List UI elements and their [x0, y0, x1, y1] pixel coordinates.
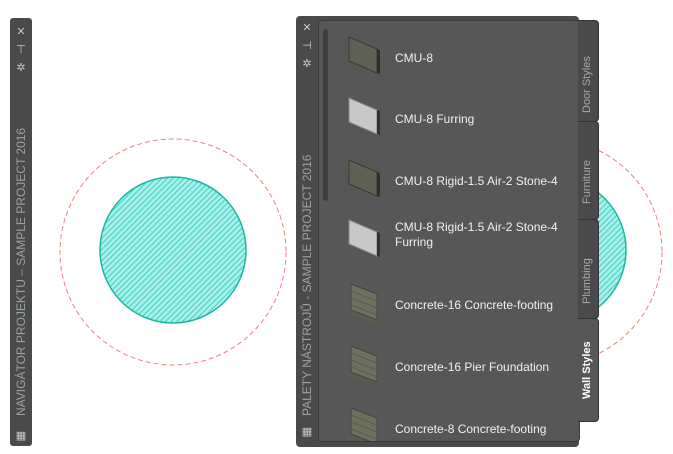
wall-style-icon: [345, 344, 381, 392]
wall-style-icon: [345, 406, 381, 441]
palette-item-label: Concrete-8 Concrete-footing: [395, 422, 547, 436]
menu-icon[interactable]: ▦: [301, 425, 313, 438]
close-icon[interactable]: ✕: [302, 21, 312, 34]
tab-furniture[interactable]: Furniture: [578, 121, 599, 220]
palette-item-label: CMU-8: [395, 51, 433, 65]
palette-item-label: CMU-8 Rigid-1.5 Air-2 Stone-4 Furring: [395, 220, 558, 249]
menu-icon[interactable]: ▦: [15, 429, 27, 442]
palette-item[interactable]: CMU-8 Rigid-1.5 Air-2 Stone-4 Furring: [345, 218, 575, 266]
palette-item-label: CMU-8 Rigid-1.5 Air-2 Stone-4: [395, 174, 558, 188]
hatched-circle-left: [99, 176, 247, 324]
palette-item[interactable]: CMU-8: [345, 35, 575, 83]
palette-item-label: Concrete-16 Concrete-footing: [395, 298, 554, 312]
tab-wall-styles[interactable]: Wall Styles: [578, 318, 599, 422]
settings-icon[interactable]: ✲: [16, 61, 26, 74]
project-navigator-panel: ✕ ⊤ ✲ NAVIGÁTOR PROJEKTU – SAMPLE PROJEC…: [10, 18, 32, 446]
tab-door-styles[interactable]: Door Styles: [578, 20, 599, 122]
navigator-title: NAVIGÁTOR PROJEKTU – SAMPLE PROJECT 2016: [14, 127, 28, 416]
palette-item-label: Concrete-16 Pier Foundation: [395, 360, 550, 374]
palette-item[interactable]: CMU-8 Rigid-1.5 Air-2 Stone-4: [345, 158, 575, 206]
palette-item[interactable]: CMU-8 Furring: [345, 96, 575, 144]
palette-title: PALETY NÁSTROJŮ - SAMPLE PROJECT 2016: [300, 154, 314, 416]
close-icon[interactable]: ✕: [16, 25, 26, 38]
auto-hide-icon[interactable]: ⊤: [16, 43, 26, 56]
palette-item[interactable]: Concrete-8 Concrete-footing: [345, 406, 575, 441]
palette-item[interactable]: Concrete-16 Pier Foundation: [345, 344, 575, 392]
wall-style-icon: [345, 218, 381, 262]
wall-style-icon: [345, 282, 381, 330]
wall-style-icon: [345, 158, 381, 202]
wall-style-icon: [345, 96, 381, 140]
palette-item[interactable]: Concrete-16 Concrete-footing: [345, 282, 575, 330]
dashed-circle-left: [59, 138, 287, 366]
auto-hide-icon[interactable]: ⊣: [302, 39, 312, 52]
tab-plumbing[interactable]: Plumbing: [578, 219, 599, 319]
settings-icon[interactable]: ✲: [302, 57, 312, 70]
scrollbar[interactable]: [323, 29, 328, 201]
palette-item-label: CMU-8 Furring: [395, 112, 475, 126]
wall-style-icon: [345, 35, 381, 79]
